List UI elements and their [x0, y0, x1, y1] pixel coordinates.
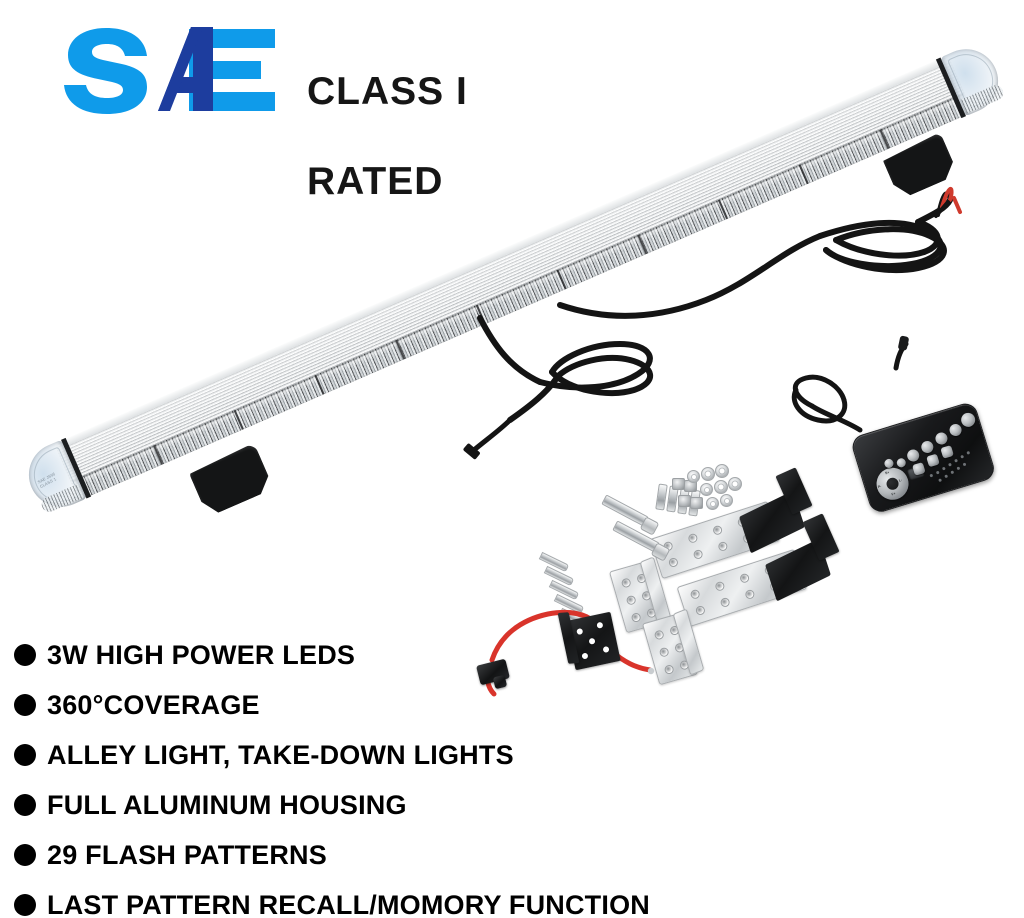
washer-8	[720, 494, 733, 507]
bullet-icon	[14, 794, 36, 816]
bullet-icon	[14, 694, 36, 716]
nut-4	[690, 497, 703, 509]
washer-6	[728, 477, 742, 491]
mounting-foot-left	[188, 443, 274, 518]
badge-line-1: CLASS I	[307, 70, 468, 113]
sae-certification-badge: CLASS I RATED	[62, 22, 522, 203]
feature-label: LAST PATTERN RECALL/MOMORY FUNCTION	[47, 889, 650, 918]
washer-7	[706, 497, 719, 510]
feature-label: 29 FLASH PATTERNS	[47, 839, 327, 870]
cable-connector-plug	[463, 443, 480, 460]
washer-1	[687, 470, 700, 483]
hex-bolt-1	[601, 494, 649, 527]
bare-wire-red	[940, 186, 954, 209]
feature-item: 29 FLASH PATTERNS	[14, 830, 774, 880]
badge-line-2: RATED	[307, 160, 444, 203]
antenna-connector	[898, 335, 909, 351]
washer-5	[714, 480, 728, 494]
feature-item: 3W HIGH POWER LEDS	[14, 630, 774, 680]
feature-label: 3W HIGH POWER LEDS	[47, 639, 356, 670]
feature-item: LAST PATTERN RECALL/MOMORY FUNCTION	[14, 880, 774, 918]
feature-label: ALLEY LIGHT, TAKE-DOWN LIGHTS	[47, 739, 514, 770]
bullet-icon	[14, 744, 36, 766]
feature-label: 360°COVERAGE	[47, 689, 260, 720]
bare-wire-black	[936, 191, 952, 217]
wireless-remote-control[interactable]: S+ L- F+ P-	[849, 400, 998, 515]
remote-cable-run	[809, 403, 863, 433]
washer-2	[701, 467, 715, 481]
feature-item: FULL ALUMINUM HOUSING	[14, 780, 774, 830]
class-rated-text: CLASS I RATED	[307, 24, 522, 249]
feature-item: ALLEY LIGHT, TAKE-DOWN LIGHTS	[14, 730, 774, 780]
bullet-icon	[14, 644, 36, 666]
washer-4	[700, 483, 713, 496]
led-lens-strip	[72, 93, 973, 501]
control-cable-run	[477, 315, 543, 385]
feature-label: FULL ALUMINUM HOUSING	[47, 789, 407, 820]
feature-item: 360°COVERAGE	[14, 680, 774, 730]
bullet-icon	[14, 844, 36, 866]
sae-logo-icon	[62, 22, 277, 117]
feature-list: 3W HIGH POWER LEDS 360°COVERAGE ALLEY LI…	[14, 630, 774, 918]
washer-3	[715, 464, 729, 478]
bullet-icon	[14, 894, 36, 916]
